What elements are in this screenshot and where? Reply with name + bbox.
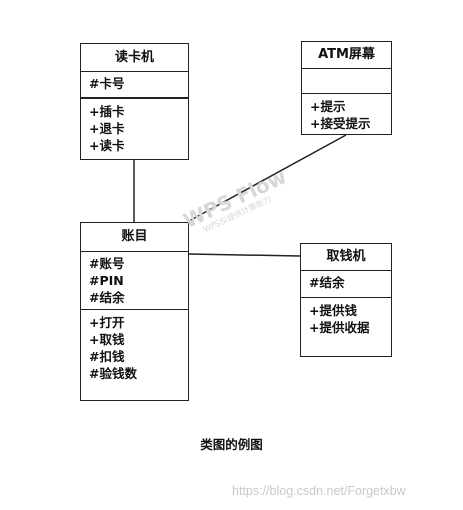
operation-item: +退卡 (89, 121, 125, 136)
class-atm-screen-operations: +提示 +接受提示 (302, 94, 391, 134)
diagram-caption: 类图的例图 (200, 437, 263, 452)
operation-item: +提供钱 (309, 303, 357, 318)
association-account-dispenser (188, 253, 301, 257)
operation-item: +提示 (310, 99, 346, 114)
class-account-operations: +打开 +取钱 #扣钱 #验钱数 (81, 310, 188, 384)
association-atm-screen-account (188, 134, 347, 222)
class-card-reader-operations: +插卡 +退卡 +读卡 (81, 99, 188, 156)
attribute-item: #结余 (89, 290, 125, 305)
class-dispenser-operations: +提供钱 +提供收据 (301, 298, 391, 338)
attribute-item: #PIN (89, 273, 124, 288)
class-card-reader-attributes: #卡号 (81, 72, 188, 99)
blog-watermark: https://blog.csdn.net/Forgetxbw (232, 484, 406, 498)
class-atm-screen[interactable]: ATM屏幕 +提示 +接受提示 (301, 41, 392, 135)
class-atm-screen-attributes (302, 69, 391, 94)
class-account-attributes: #账号 #PIN #结余 (81, 252, 188, 310)
class-dispenser-attributes: #结余 (301, 271, 391, 298)
operation-item: +插卡 (89, 104, 125, 119)
operation-item: #扣钱 (89, 349, 125, 364)
class-dispenser-name: 取钱机 (301, 244, 391, 271)
operation-item: +打开 (89, 315, 125, 330)
class-card-reader-name: 读卡机 (81, 44, 188, 72)
operation-item: #验钱数 (89, 366, 137, 381)
class-account[interactable]: 账目 #账号 #PIN #结余 +打开 +取钱 #扣钱 #验钱数 (80, 222, 189, 401)
class-card-reader[interactable]: 读卡机 #卡号 +插卡 +退卡 +读卡 (80, 43, 189, 160)
class-atm-screen-name: ATM屏幕 (302, 42, 391, 69)
attribute-item: #账号 (89, 256, 125, 271)
operation-item: +读卡 (89, 138, 125, 153)
operation-item: +取钱 (89, 332, 125, 347)
class-account-name: 账目 (81, 223, 188, 252)
class-dispenser[interactable]: 取钱机 #结余 +提供钱 +提供收据 (300, 243, 392, 357)
operation-item: +提供收据 (309, 320, 370, 335)
attribute-item: #卡号 (89, 76, 125, 91)
attribute-item: #结余 (309, 275, 345, 290)
operation-item: +接受提示 (310, 116, 371, 131)
